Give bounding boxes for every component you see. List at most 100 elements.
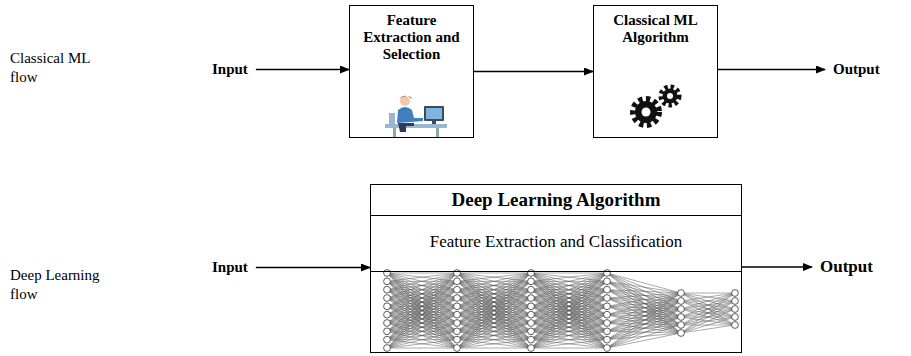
- network-link: [681, 293, 735, 301]
- network-link: [387, 273, 457, 340]
- network-neuron: [454, 278, 461, 285]
- network-link: [681, 293, 735, 333]
- network-neuron: [678, 298, 685, 305]
- network-neuron: [384, 345, 391, 352]
- network-link: [681, 293, 735, 317]
- network-neuron: [384, 328, 391, 335]
- network-neuron: [384, 311, 391, 318]
- network-link: [531, 273, 607, 274]
- network-neuron: [604, 303, 611, 310]
- flow-label: Classical ML flow: [10, 49, 120, 87]
- network-link: [457, 340, 531, 348]
- network-link: [607, 298, 681, 333]
- network-link: [457, 273, 531, 290]
- network-link: [607, 281, 681, 301]
- network-link: [457, 273, 531, 340]
- network-neuron: [454, 320, 461, 327]
- network-link: [531, 273, 607, 298]
- network-link: [387, 306, 457, 348]
- network-link: [607, 306, 681, 325]
- network-neuron: [454, 336, 461, 343]
- network-link: [607, 273, 681, 301]
- network-neuron: [678, 314, 685, 321]
- network-link: [387, 298, 457, 348]
- network-link: [457, 331, 531, 348]
- network-link: [607, 317, 681, 348]
- network-link: [607, 293, 681, 315]
- neural-network-illustration: [384, 270, 739, 352]
- network-link: [457, 273, 531, 306]
- flow-arrow: [742, 266, 812, 267]
- network-neuron: [528, 328, 535, 335]
- network-link: [387, 273, 457, 274]
- network-link: [387, 273, 457, 348]
- network-link: [387, 331, 457, 348]
- network-link: [457, 306, 531, 348]
- network-link: [387, 273, 457, 290]
- network-link: [457, 315, 531, 348]
- network-neuron: [528, 320, 535, 327]
- network-neuron: [454, 303, 461, 310]
- flow-arrow: [256, 69, 349, 70]
- network-link: [457, 290, 531, 348]
- network-link: [387, 306, 457, 348]
- network-neuron: [604, 328, 611, 335]
- network-link: [387, 315, 457, 348]
- network-link: [607, 315, 681, 333]
- network-link: [387, 273, 457, 281]
- process-box: Feature Extraction and Selection: [349, 5, 474, 138]
- network-neuron: [604, 278, 611, 285]
- network-link: [681, 317, 735, 333]
- output-label: Output: [833, 61, 880, 78]
- network-neuron: [454, 270, 461, 277]
- network-link: [531, 340, 607, 348]
- network-link: [531, 273, 607, 281]
- network-link: [681, 309, 735, 333]
- network-link: [531, 315, 607, 348]
- network-link: [531, 273, 607, 323]
- network-link: [457, 281, 531, 348]
- network-link: [387, 273, 457, 298]
- node-text: Input: [212, 259, 248, 276]
- network-link: [387, 281, 457, 348]
- network-link: [531, 306, 607, 348]
- network-link: [607, 290, 681, 301]
- network-link: [457, 323, 531, 348]
- network-neuron: [454, 286, 461, 293]
- network-link: [681, 325, 735, 333]
- network-link: [681, 293, 735, 309]
- network-link: [457, 273, 531, 348]
- network-link: [457, 331, 531, 348]
- network-link: [387, 348, 457, 349]
- network-link: [531, 273, 607, 348]
- network-link: [607, 333, 681, 348]
- network-link: [457, 273, 531, 281]
- network-link: [387, 340, 457, 348]
- network-link: [457, 273, 531, 323]
- network-link: [531, 281, 607, 348]
- node-text: Input: [212, 61, 248, 78]
- network-link: [531, 298, 607, 348]
- network-link: [531, 273, 607, 290]
- network-neuron: [384, 336, 391, 343]
- network-link: [531, 273, 607, 348]
- network-neuron: [454, 328, 461, 335]
- network-link: [531, 281, 607, 348]
- network-link: [531, 273, 607, 331]
- network-neuron: [384, 303, 391, 310]
- network-link: [607, 298, 681, 317]
- network-link: [387, 273, 457, 331]
- network-link: [387, 273, 457, 331]
- network-link: [457, 273, 531, 298]
- network-neuron: [528, 311, 535, 318]
- network-link: [387, 323, 457, 348]
- network-neuron: [604, 336, 611, 343]
- network-neuron: [384, 295, 391, 302]
- network-link: [457, 323, 531, 348]
- network-neuron: [384, 270, 391, 277]
- network-link: [457, 306, 531, 348]
- network-link: [531, 340, 607, 348]
- network-neuron: [604, 345, 611, 352]
